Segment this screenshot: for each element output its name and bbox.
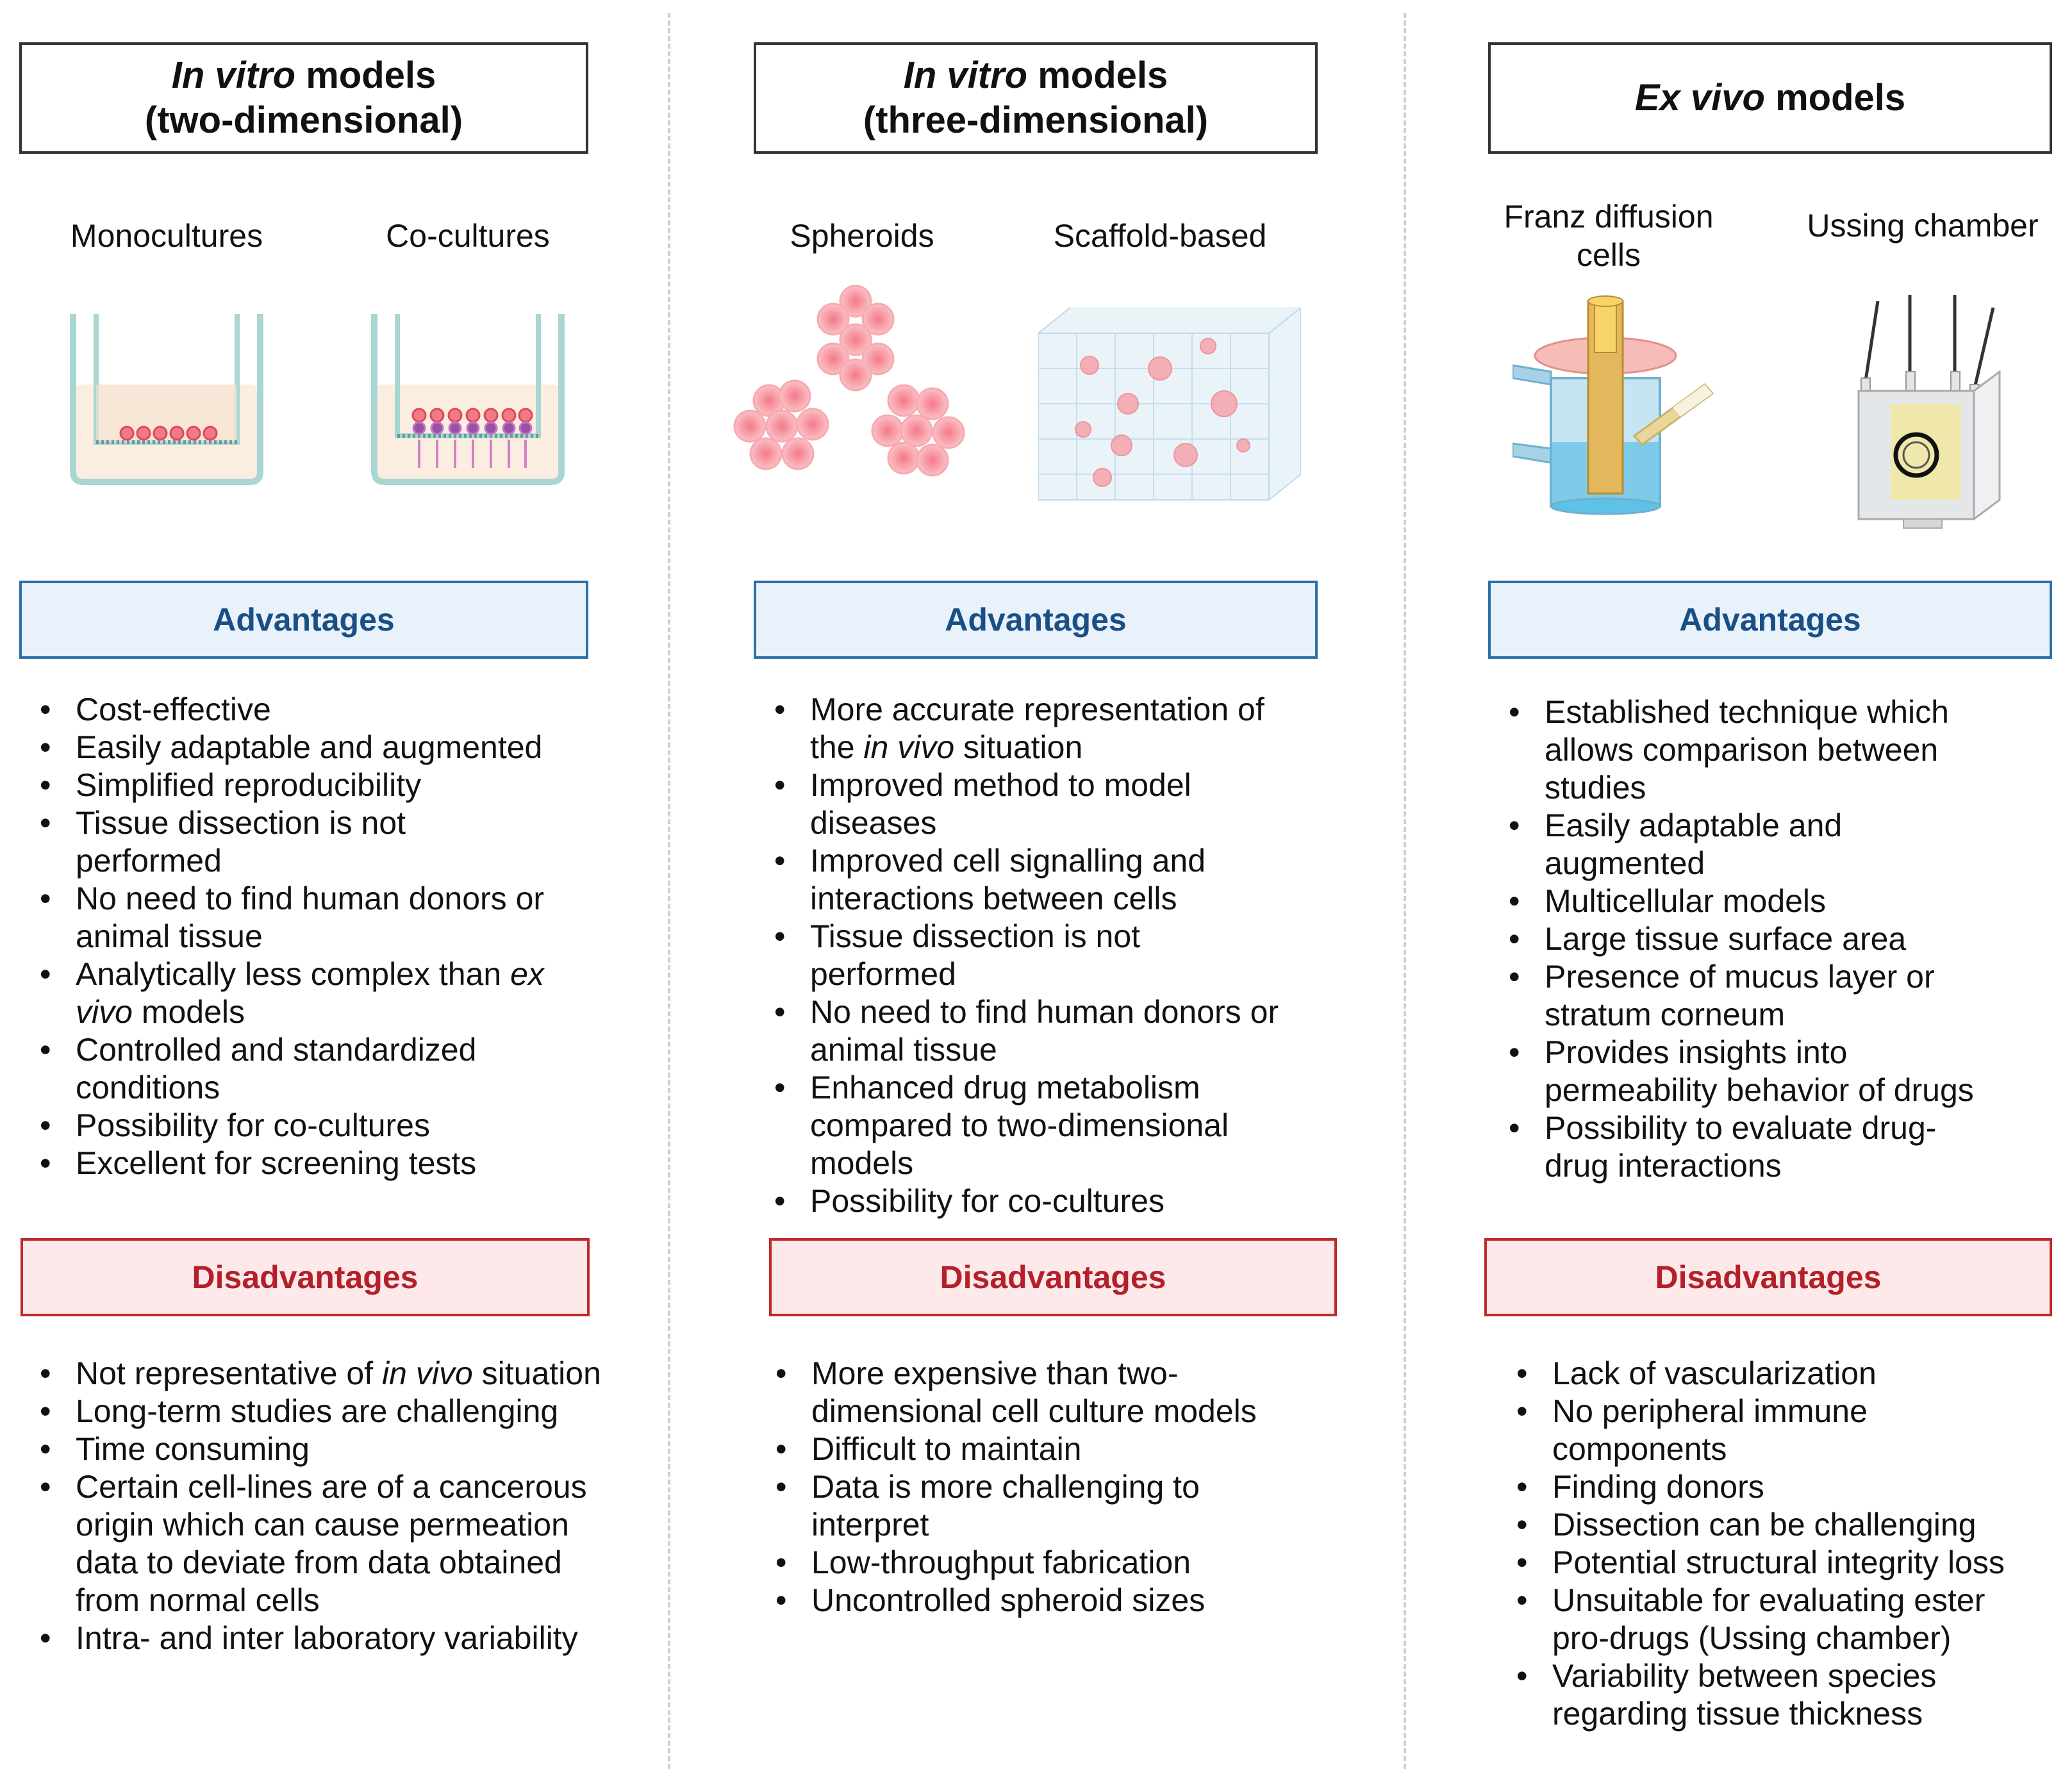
list-item: Cost-effective — [40, 691, 652, 729]
column-1-advantages-header: Advantages — [19, 581, 588, 659]
list-item: Tissue dissection is not performed — [774, 918, 1175, 993]
list-item: Controlled and standardized conditions — [40, 1031, 524, 1107]
column-1-title-rest: models — [295, 54, 436, 96]
list-item: Easily adaptable and augmented — [40, 729, 652, 766]
column-2-advantages-list: More accurate representation of the in v… — [754, 691, 1387, 1220]
list-item: Possibility for co-cultures — [774, 1182, 1387, 1220]
list-item: Improved cell signalling and interaction… — [774, 842, 1259, 918]
column-3-advantages-header: Advantages — [1488, 581, 2052, 659]
list-item: Data is more challenging to interpret — [775, 1468, 1234, 1544]
list-item: Certain cell-lines are of a cancerous or… — [40, 1468, 627, 1619]
list-item: Presence of mucus layer or stratum corne… — [1509, 958, 1980, 1034]
list-item: Uncontrolled spheroid sizes — [775, 1582, 1388, 1619]
column-divider-2 — [1404, 13, 1406, 1769]
column-2-disadvantages-list: More expensive than two-dimensional cell… — [755, 1355, 1388, 1619]
list-item: More accurate representation of the in v… — [774, 691, 1297, 766]
column-2-advantages-header: Advantages — [754, 581, 1318, 659]
list-item: Multicellular models — [1509, 882, 2072, 920]
column-1-disadvantages-header: Disadvantages — [21, 1238, 590, 1316]
list-item: Long-term studies are challenging — [40, 1393, 684, 1430]
list-item: Provides insights into permeability beha… — [1509, 1034, 2006, 1109]
list-item: Intra- and inter laboratory variability — [40, 1619, 684, 1657]
column-2-title-italic: In vitro — [903, 54, 1028, 96]
list-item: No peripheral immune components — [1516, 1393, 1911, 1468]
list-item: Easily adaptable and augmented — [1509, 807, 1884, 882]
column-1-subtitle-2: Co-cultures — [386, 218, 550, 254]
list-item: Improved method to model diseases — [774, 766, 1233, 842]
column-1-title: In vitro models (two-dimensional) — [19, 42, 588, 154]
column-2-subtitle-1: Spheroids — [790, 218, 934, 254]
list-item: Established technique which allows compa… — [1509, 693, 2006, 807]
column-divider-1 — [668, 13, 670, 1769]
list-item: Finding donors — [1516, 1468, 2072, 1506]
list-item: No need to find human donors or animal t… — [774, 993, 1297, 1069]
column-3-disadvantages-list: Lack of vascularization No peripheral im… — [1496, 1355, 2072, 1733]
list-item: Not representative of in vivo situation — [40, 1355, 684, 1393]
list-item: Tissue dissection is not performed — [40, 804, 441, 880]
list-item: Dissection can be challenging — [1516, 1506, 2072, 1544]
ussing-chamber-illustration — [1857, 295, 2001, 529]
column-3-title-italic: Ex vivo — [1634, 77, 1765, 119]
list-item: More expensive than two-dimensional cell… — [775, 1355, 1298, 1430]
list-item: Large tissue surface area — [1509, 920, 2072, 958]
list-item: Possibility to evaluate drug-drug intera… — [1509, 1109, 1974, 1185]
list-item: Enhanced drug metabolism compared to two… — [774, 1069, 1259, 1182]
column-3-title-rest: models — [1764, 77, 1906, 119]
column-3-title: Ex vivo models — [1488, 42, 2052, 154]
list-item: Lack of vascularization — [1516, 1355, 2072, 1393]
column-3-advantages-list: Established technique which allows compa… — [1488, 693, 2072, 1185]
list-item: Simplified reproducibility — [40, 766, 652, 804]
column-2-title-rest: models — [1027, 54, 1168, 96]
monoculture-well-illustration — [70, 314, 263, 485]
coculture-well-illustration — [371, 314, 565, 485]
column-1-title-italic: In vitro — [171, 54, 296, 96]
scaffold-illustration — [1038, 308, 1301, 502]
column-3-disadvantages-header: Disadvantages — [1484, 1238, 2052, 1316]
column-2-disadvantages-header: Disadvantages — [769, 1238, 1337, 1316]
column-3-subtitle-2: Ussing chamber — [1807, 208, 2039, 244]
column-1-disadvantages-list: Not representative of in vivo situation … — [19, 1355, 684, 1657]
list-item: Time consuming — [40, 1430, 684, 1468]
column-1-subtitle-1: Monocultures — [70, 218, 263, 254]
franz-diffusion-cell-illustration — [1513, 295, 1714, 515]
list-item: Low-throughput fabrication — [775, 1544, 1388, 1582]
column-1-title-line2: (two-dimensional) — [144, 99, 463, 141]
column-3-subtitle-1: Franz diffusion cells — [1504, 199, 1714, 273]
column-2-title-line2: (three-dimensional) — [863, 99, 1209, 141]
list-item: Analytically less complex than ex vivo m… — [40, 956, 550, 1031]
column-2-title: In vitro models (three-dimensional) — [754, 42, 1318, 154]
list-item: Possibility for co-cultures — [40, 1107, 652, 1145]
list-item: Difficult to maintain — [775, 1430, 1388, 1468]
column-1-advantages-list: Cost-effective Easily adaptable and augm… — [19, 691, 652, 1182]
list-item: Unsuitable for evaluating ester pro-drug… — [1516, 1582, 2014, 1657]
list-item: Potential structural integrity loss — [1516, 1544, 2072, 1582]
column-2-subtitle-2: Scaffold-based — [1053, 218, 1267, 254]
list-item: Excellent for screening tests — [40, 1145, 652, 1182]
spheroids-illustration — [733, 285, 965, 477]
list-item: No need to find human donors or animal t… — [40, 880, 563, 956]
list-item: Variability between species regarding ti… — [1516, 1657, 2001, 1733]
